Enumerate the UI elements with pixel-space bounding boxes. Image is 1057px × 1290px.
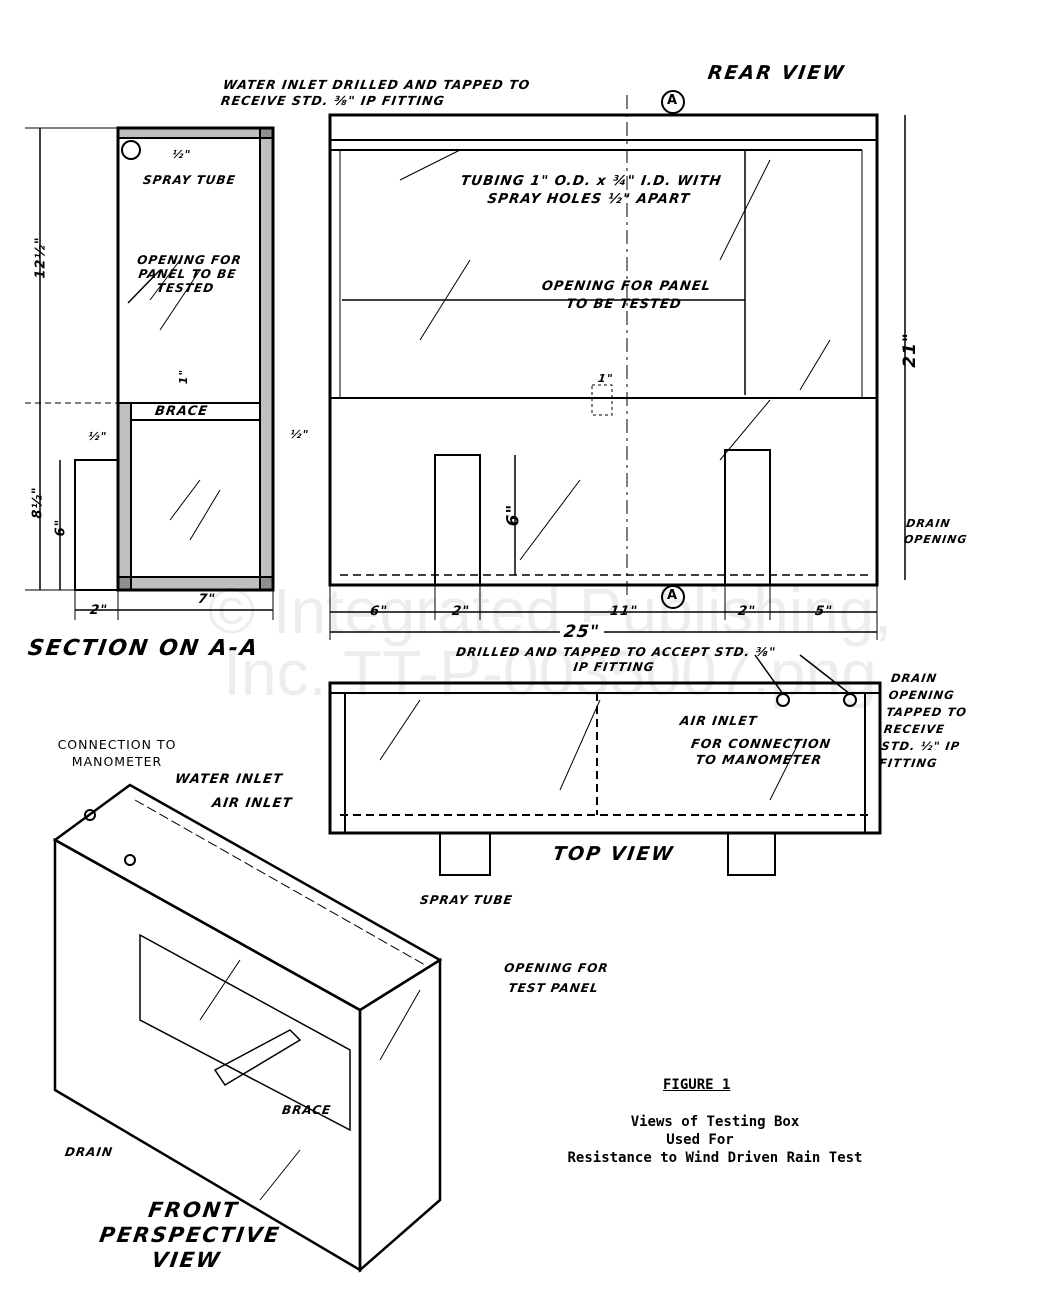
section-marker-top: A bbox=[667, 93, 679, 108]
persp-drain-label: DRAIN bbox=[64, 1145, 114, 1159]
dim-25-total: 25" bbox=[558, 622, 605, 642]
tubing-label: TUBING 1" O.D. x ¾" I.D. WITH SPRAY HOLE… bbox=[459, 173, 723, 207]
persp-spray-tube-label: SPRAY TUBE bbox=[419, 893, 514, 907]
dim-half-top: ½" bbox=[171, 148, 193, 161]
drilled-tapped-label: DRILLED AND TAPPED TO ACCEPT STD. ⅜" IP … bbox=[455, 645, 778, 674]
top-view-title: TOP VIEW bbox=[551, 843, 676, 865]
perspective-title: FRONT PERSPECTIVE VIEW bbox=[97, 1198, 283, 1272]
dim-5-bottom: 5" bbox=[813, 604, 834, 619]
top-air-inlet-label: AIR INLET bbox=[678, 713, 759, 728]
dim-2-bottom-right: 2" bbox=[736, 604, 757, 619]
rear-drain-label: DRAIN OPENING bbox=[903, 517, 969, 546]
section-brace-label: BRACE bbox=[153, 404, 210, 419]
top-view-drawing bbox=[328, 654, 882, 876]
top-drain-label: DRAIN OPENING TAPPED TO RECEIVE STD. ½" … bbox=[878, 671, 968, 770]
section-marker-bottom: A bbox=[667, 588, 679, 603]
section-aa-title: SECTION ON A-A bbox=[26, 636, 261, 661]
caption-line-3: Resistance to Wind Driven Rain Test bbox=[567, 1150, 863, 1166]
persp-air-inlet-label: AIR INLET bbox=[210, 796, 294, 811]
dim-half-right: ½" bbox=[289, 428, 311, 441]
dim-7-section: 7" bbox=[196, 592, 217, 607]
persp-water-inlet-label: WATER INLET bbox=[173, 772, 284, 787]
water-inlet-label: WATER INLET DRILLED AND TAPPED TO RECEIV… bbox=[219, 77, 532, 108]
section-spray-tube-label: SPRAY TUBE bbox=[142, 173, 237, 187]
dim-6-rear: 6" bbox=[503, 503, 524, 527]
dim-12-5: 12½" bbox=[33, 236, 49, 279]
dim-8-5: 8½" bbox=[30, 486, 46, 519]
figure-number: FIGURE 1 bbox=[663, 1077, 731, 1093]
perspective-drawing bbox=[52, 783, 443, 1273]
dim-2-section: 2" bbox=[88, 603, 109, 618]
dim-2-bottom-left: 2" bbox=[450, 604, 471, 619]
dim-6-section: 6" bbox=[53, 518, 69, 537]
dim-11-bottom: 11" bbox=[608, 604, 639, 619]
dim-1-rear: 1" bbox=[597, 372, 615, 385]
dim-one-section: 1" bbox=[177, 368, 191, 385]
top-manometer-label: FOR CONNECTION TO MANOMETER bbox=[690, 736, 833, 767]
watermark: © Integrated Publishing, Inc. TT-P-00350… bbox=[207, 575, 893, 709]
dim-6-bottom: 6" bbox=[368, 604, 389, 619]
caption-line-2: Used For bbox=[666, 1132, 734, 1148]
dim-21: 21" bbox=[899, 332, 920, 368]
rear-view-title: REAR VIEW bbox=[706, 62, 847, 84]
persp-manometer-label: CONNECTION TO MANOMETER bbox=[57, 737, 177, 769]
rear-opening-label: OPENING FOR PANEL TO BE TESTED bbox=[540, 279, 712, 312]
rear-view-drawing bbox=[328, 90, 906, 640]
persp-brace-label: BRACE bbox=[281, 1103, 333, 1117]
section-aa-drawing bbox=[25, 126, 275, 620]
persp-opening-label: OPENING FOR TEST PANEL bbox=[503, 961, 610, 995]
caption-line-1: Views of Testing Box bbox=[630, 1114, 800, 1130]
section-opening-label: OPENING FOR PANEL TO BE TESTED bbox=[136, 253, 243, 295]
dim-half-left: ½" bbox=[87, 430, 109, 443]
